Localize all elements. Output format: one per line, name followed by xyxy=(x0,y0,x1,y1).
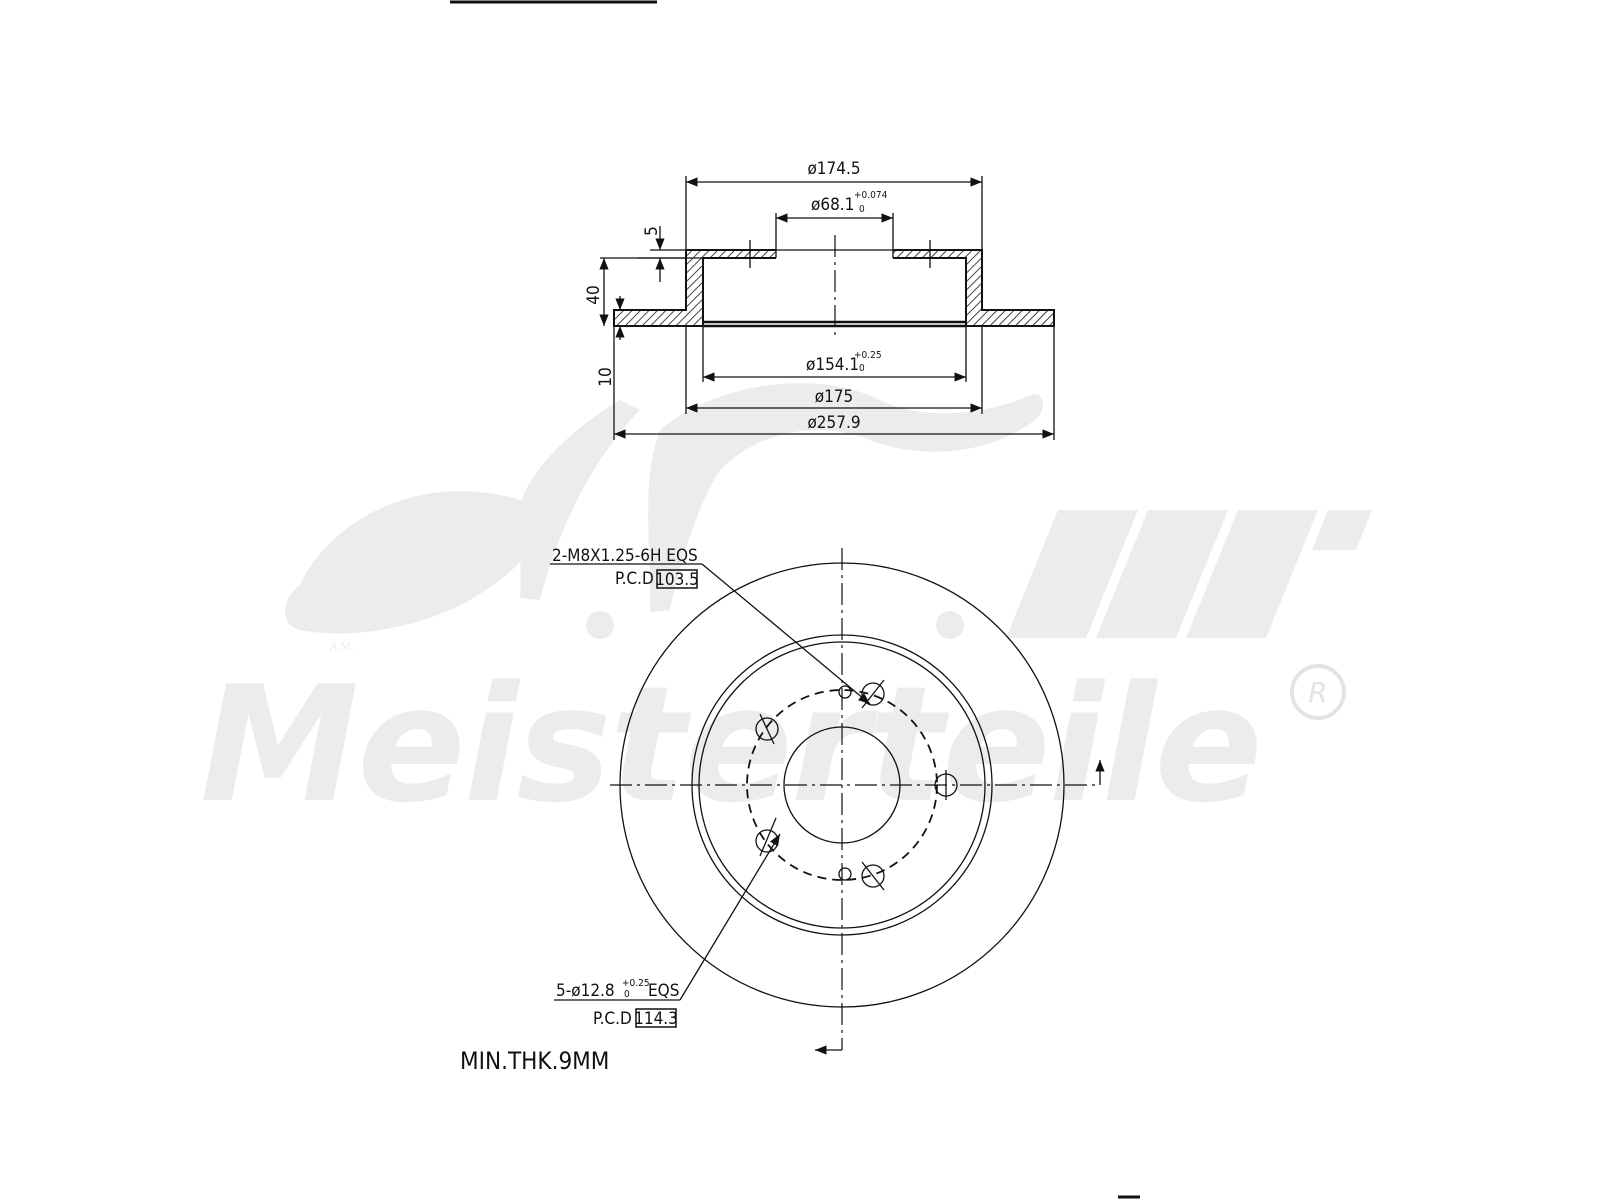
svg-text:R: R xyxy=(1308,676,1327,709)
dim-center-bore-tol-upper: +0.074 xyxy=(854,190,888,201)
watermark-stripes xyxy=(1006,510,1372,638)
bolt-pcd-label: P.C.D xyxy=(593,1009,632,1029)
dim-hat-thickness: 5 xyxy=(642,226,662,236)
dim-total-height: 40 xyxy=(584,285,604,304)
dim-center-bore: ø68.1 xyxy=(811,195,854,215)
registered-mark-icon: R xyxy=(1290,664,1346,720)
plan-view: 2-M8X1.25-6H EQS P.C.D 103.5 5-ø12.8 +0.… xyxy=(550,546,1105,1055)
watermark-monogram-text: A.M. xyxy=(329,642,354,653)
section-hatch xyxy=(613,249,1055,327)
dim-drum-inner-tol-upper: +0.25 xyxy=(854,350,882,361)
watermark: A.M. Meisterteile R xyxy=(200,383,1372,838)
bolt-pcd-value: 114.3 xyxy=(634,1009,678,1029)
dim-drum-inner: ø154.1 xyxy=(806,355,859,375)
thread-pcd-box xyxy=(656,569,698,589)
bolt-hole xyxy=(934,770,958,800)
thread-pcd-label: P.C.D xyxy=(615,569,654,589)
dim-overall-hat: ø174.5 xyxy=(807,159,860,179)
min-thickness-note: MIN.THK.9MM xyxy=(460,1047,609,1075)
bolt-tol-lower: 0 xyxy=(624,989,630,1000)
threaded-hole xyxy=(838,867,852,881)
bolt-hole xyxy=(861,861,885,891)
bolt-hole xyxy=(755,713,779,745)
watermark-monogram: A.M. xyxy=(285,383,1044,653)
bolt-callout-suffix: EQS xyxy=(648,981,679,1001)
dim-disc-outer: ø257.9 xyxy=(807,413,860,433)
bolt-pcd-box xyxy=(635,1008,677,1028)
bolt-callout-prefix: 5-ø12.8 xyxy=(556,981,615,1001)
threaded-hole xyxy=(838,685,852,699)
dim-center-bore-tol-lower: 0 xyxy=(859,204,865,215)
section-view: ø174.5 ø68.1 +0.074 0 5 40 10 ø154.1 +0.… xyxy=(584,159,1055,440)
dim-drum-inner-tol-lower: 0 xyxy=(859,363,865,374)
bolt-tol-upper: +0.25 xyxy=(622,978,650,989)
dim-drum-outer: ø175 xyxy=(815,387,854,407)
thread-callout: 2-M8X1.25-6H EQS xyxy=(552,546,698,566)
watermark-brand: Meisterteile xyxy=(200,651,1261,838)
thread-pcd-value: 103.5 xyxy=(655,570,699,590)
dim-disc-thickness: 10 xyxy=(596,367,616,386)
